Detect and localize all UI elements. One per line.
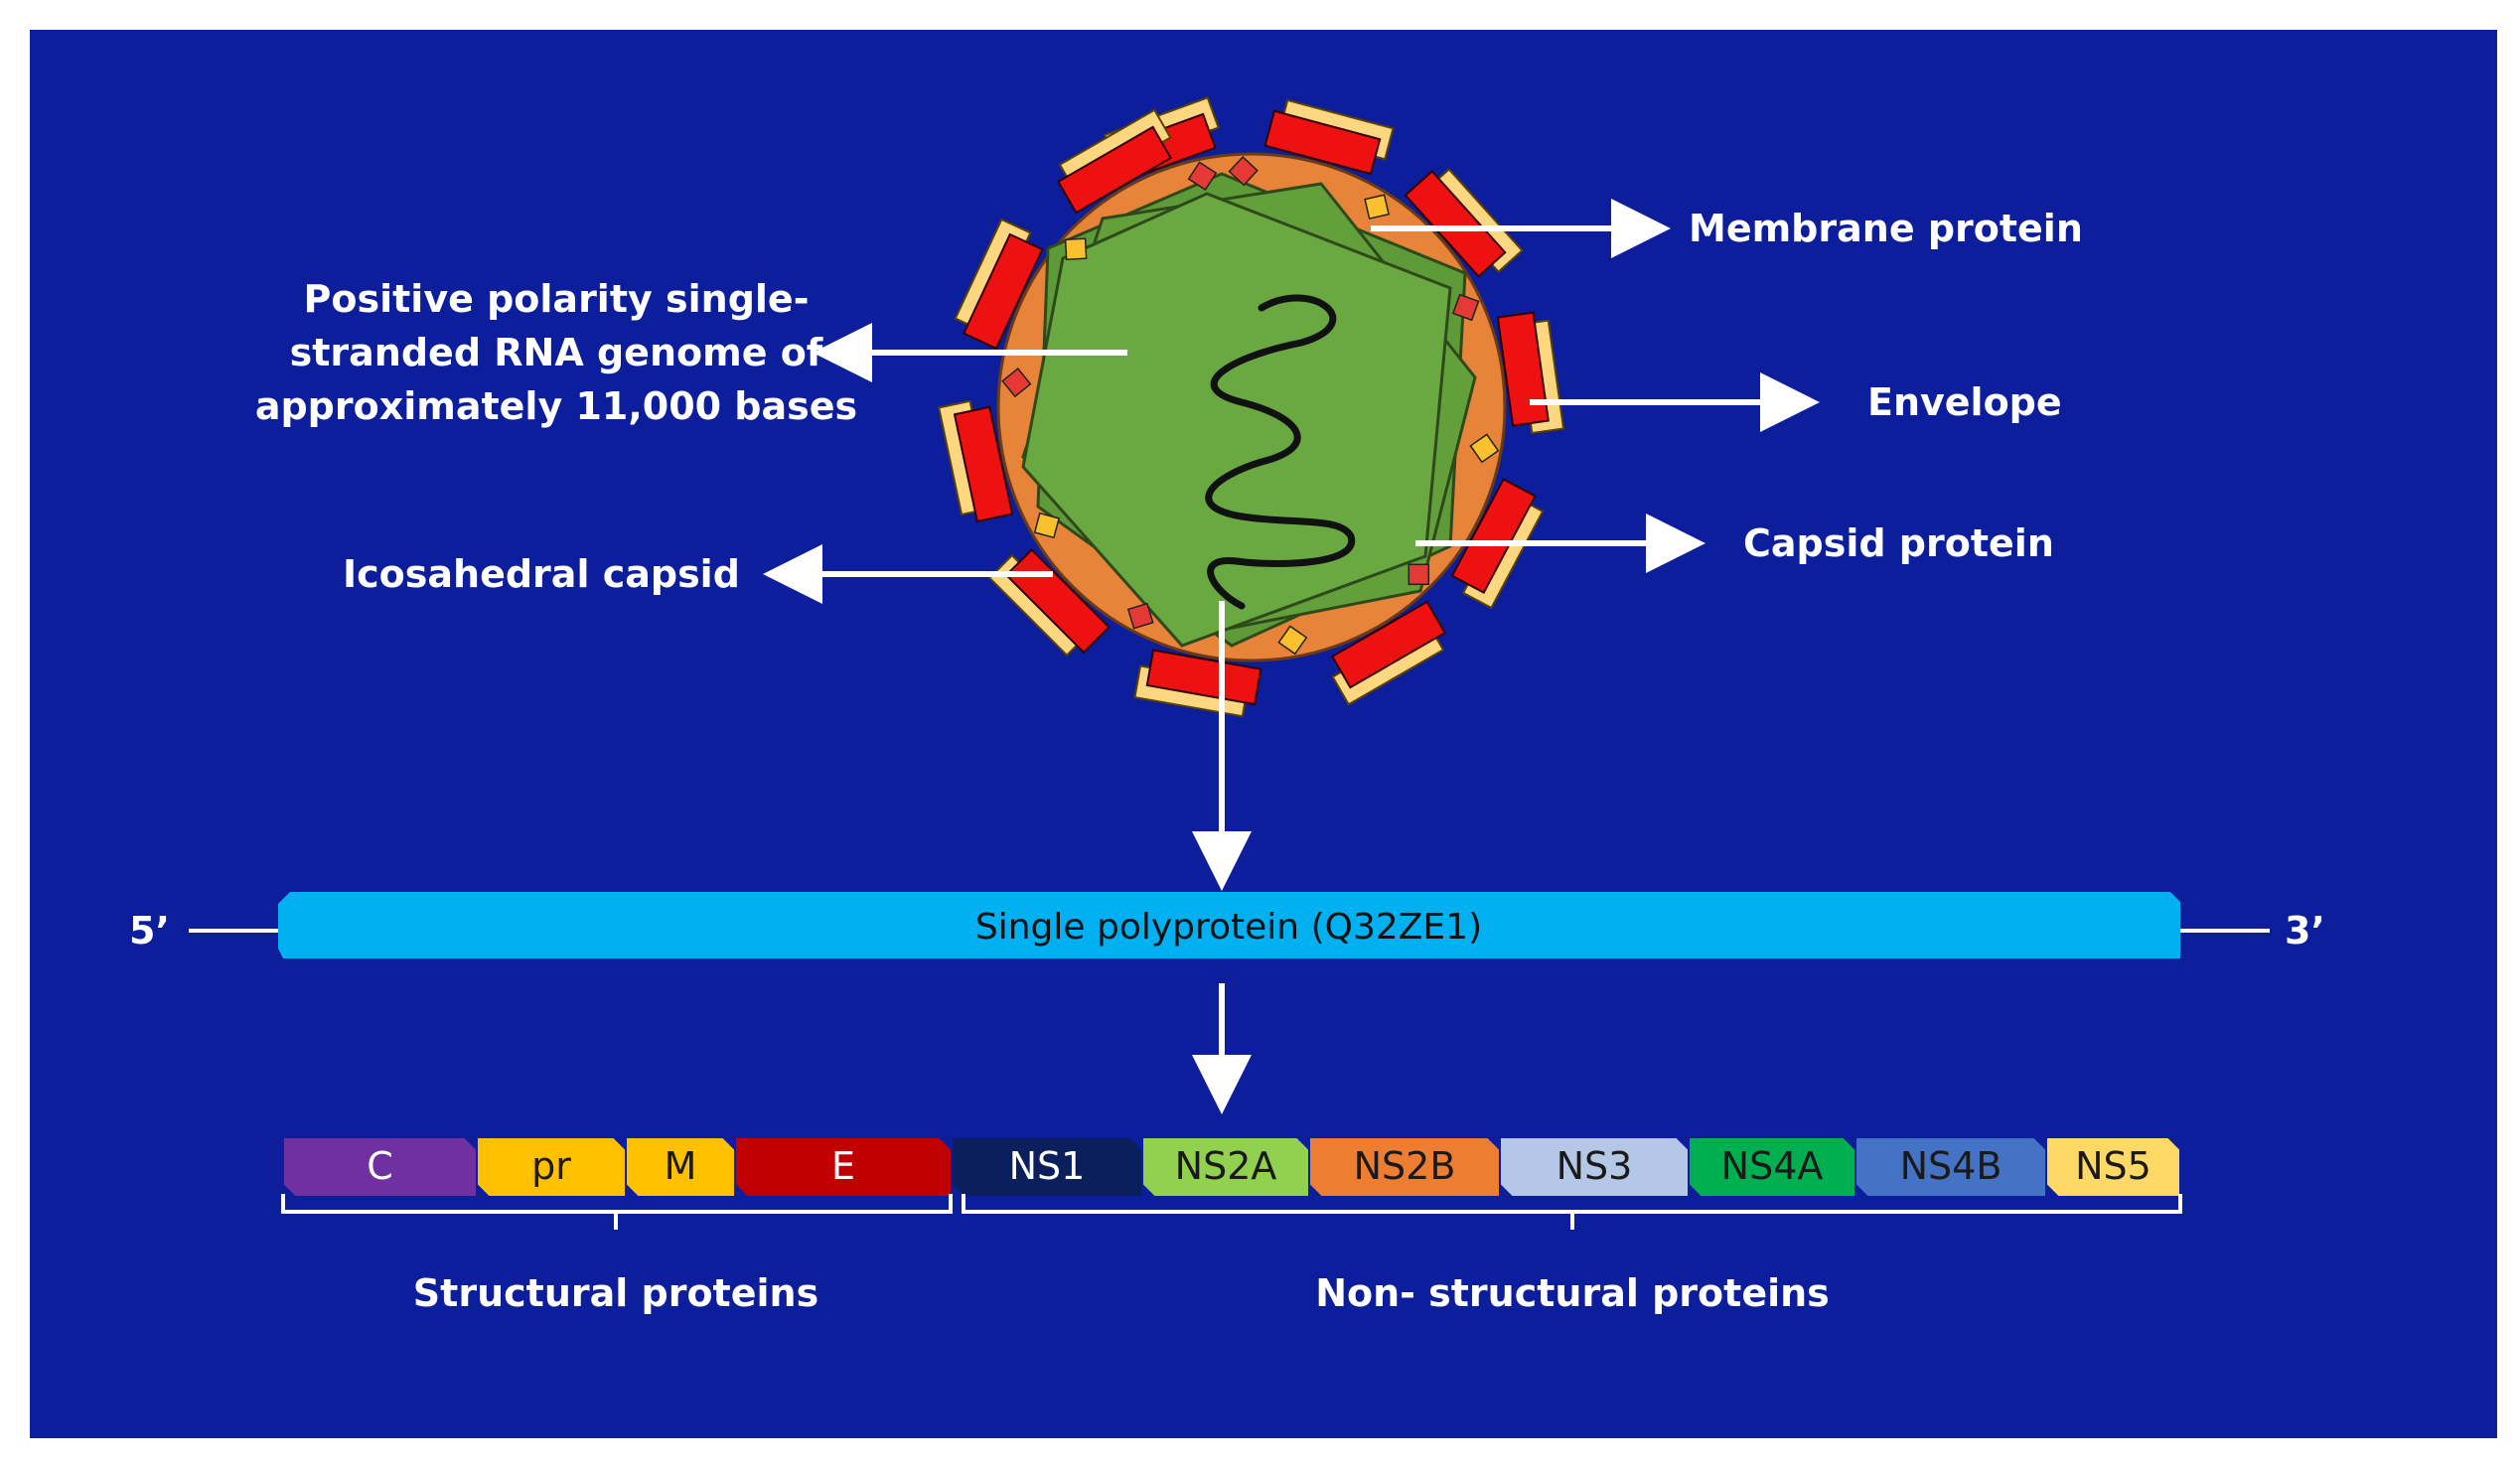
structural-proteins-label: Structural proteins <box>413 1271 818 1315</box>
envelope-label: Envelope <box>1867 380 2062 424</box>
segment-label: NS3 <box>1556 1144 1633 1188</box>
five-prime-label: 5’ <box>129 909 170 953</box>
segment-c <box>282 1136 478 1198</box>
segment-ns2a <box>1141 1136 1310 1198</box>
three-prime-label: 3’ <box>2285 909 2325 953</box>
capsid-protein-marker <box>1187 161 1218 192</box>
virion-particle <box>938 96 1565 718</box>
segment-label: M <box>665 1144 697 1188</box>
segment-label: NS2A <box>1175 1144 1277 1188</box>
membrane-protein-label: Membrane protein <box>1689 207 2083 250</box>
rna-genome <box>1205 294 1356 610</box>
segment-label: C <box>367 1144 393 1188</box>
structural-brace <box>281 1194 953 1230</box>
segment-label: pr <box>531 1144 571 1188</box>
envelope-spike <box>1450 478 1545 610</box>
envelope-spike <box>954 218 1044 351</box>
genome-label-line2: stranded RNA genome of <box>290 331 823 374</box>
membrane-protein-marker <box>1469 433 1500 464</box>
segment-label: NS5 <box>2075 1144 2151 1188</box>
segment-ns1 <box>951 1136 1143 1198</box>
surface-spikes <box>938 96 1565 718</box>
membrane-protein-marker <box>1033 512 1061 539</box>
segment-label: NS1 <box>1009 1144 1086 1188</box>
membrane-protein-marker <box>1364 194 1391 220</box>
segment-label: NS4B <box>1900 1144 2002 1188</box>
envelope-spike <box>1057 108 1172 215</box>
capsid-protein-marker <box>1228 155 1259 187</box>
membrane-protein-marker <box>1277 625 1308 656</box>
segment-m <box>625 1136 736 1198</box>
envelope-spike <box>1331 600 1446 706</box>
capsid-protein-label: Capsid protein <box>1743 521 2054 565</box>
diagram-canvas: Positive polarity single- stranded RNA g… <box>30 30 2497 1438</box>
polyprotein-label: Single polyprotein (Q32ZE1) <box>975 907 1482 948</box>
envelope-spike <box>1404 168 1524 278</box>
segment-ns4a <box>1688 1136 1856 1198</box>
segment-pr <box>476 1136 627 1198</box>
envelope-spike <box>1496 311 1565 435</box>
non-structural-brace <box>962 1194 2182 1230</box>
genome-label-line1: Positive polarity single- <box>304 277 810 321</box>
envelope-spike <box>1263 98 1395 176</box>
membrane-protein-marker <box>1064 237 1088 261</box>
polyprotein-bar <box>278 892 2180 958</box>
icosahedral-capsid-label: Icosahedral capsid <box>343 552 740 596</box>
segment-ns4b <box>1854 1136 2047 1198</box>
segment-ns3 <box>1499 1136 1690 1198</box>
capsid-protein-marker <box>1126 602 1154 630</box>
segment-ns2b <box>1308 1136 1501 1198</box>
segment-label: NS4A <box>1721 1144 1824 1188</box>
segment-label: E <box>831 1144 855 1188</box>
envelope-spike <box>938 399 1014 523</box>
non-structural-proteins-label: Non- structural proteins <box>1315 1271 1830 1315</box>
genome-label-line3: approximately 11,000 bases <box>255 384 857 428</box>
capsid-protein-marker <box>1451 293 1480 322</box>
capsid-protein-marker <box>1408 563 1430 586</box>
diagram-svg: Positive polarity single- stranded RNA g… <box>129 96 2325 1315</box>
segment-label: NS2B <box>1354 1144 1456 1188</box>
capsid-protein-marker <box>1001 367 1032 398</box>
